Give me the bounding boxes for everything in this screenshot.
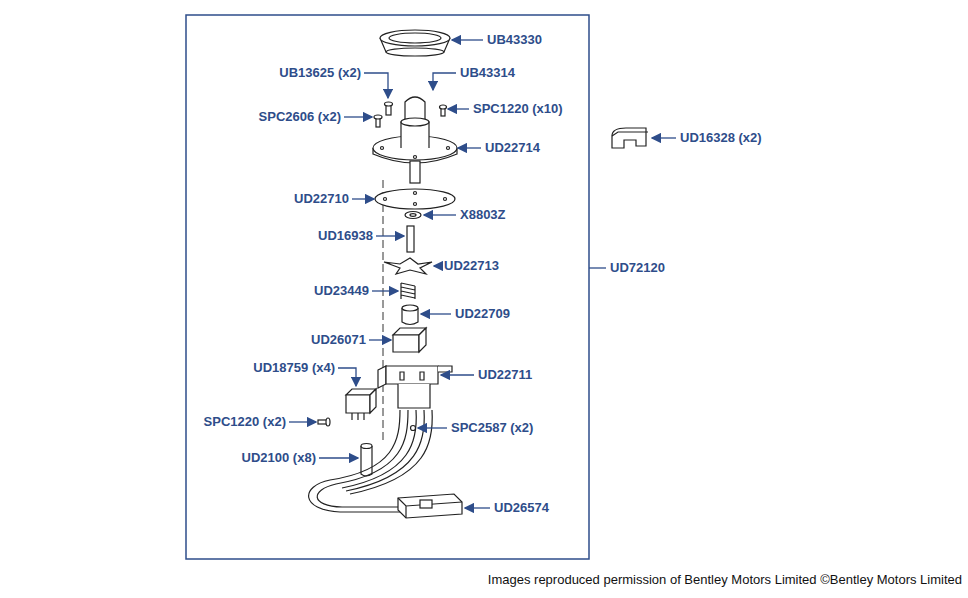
part-number: UD26574 — [493, 500, 550, 516]
part-number: UD22714 — [484, 140, 541, 156]
part-number: UB43314 — [459, 65, 516, 81]
part-number: UD72120 — [609, 260, 666, 276]
part-number: X8803Z — [459, 207, 507, 223]
part-number: UD16328 (x2) — [679, 130, 763, 146]
part-number: SPC1220 (x2) — [203, 414, 287, 430]
part-number: UB13625 (x2) — [278, 65, 362, 81]
part-number: UD22709 — [454, 306, 511, 322]
part-number: UD22711 — [477, 367, 533, 383]
part-number: UD22713 — [443, 258, 500, 274]
part-number: UD2100 (x8) — [241, 450, 317, 466]
part-number: UD16938 — [317, 228, 374, 244]
part-number: UB43330 — [486, 32, 543, 48]
copyright-caption: Images reproduced permission of Bentley … — [488, 572, 962, 588]
part-number: UD23449 — [313, 283, 370, 299]
part-number: SPC1220 (x10) — [472, 101, 564, 117]
part-number: SPC2587 (x2) — [450, 420, 534, 436]
part-number: UD26071 — [310, 332, 367, 348]
part-number: UD18759 (x4) — [252, 360, 336, 376]
part-number: UD22710 — [293, 191, 350, 207]
part-number: SPC2606 (x2) — [258, 109, 342, 125]
